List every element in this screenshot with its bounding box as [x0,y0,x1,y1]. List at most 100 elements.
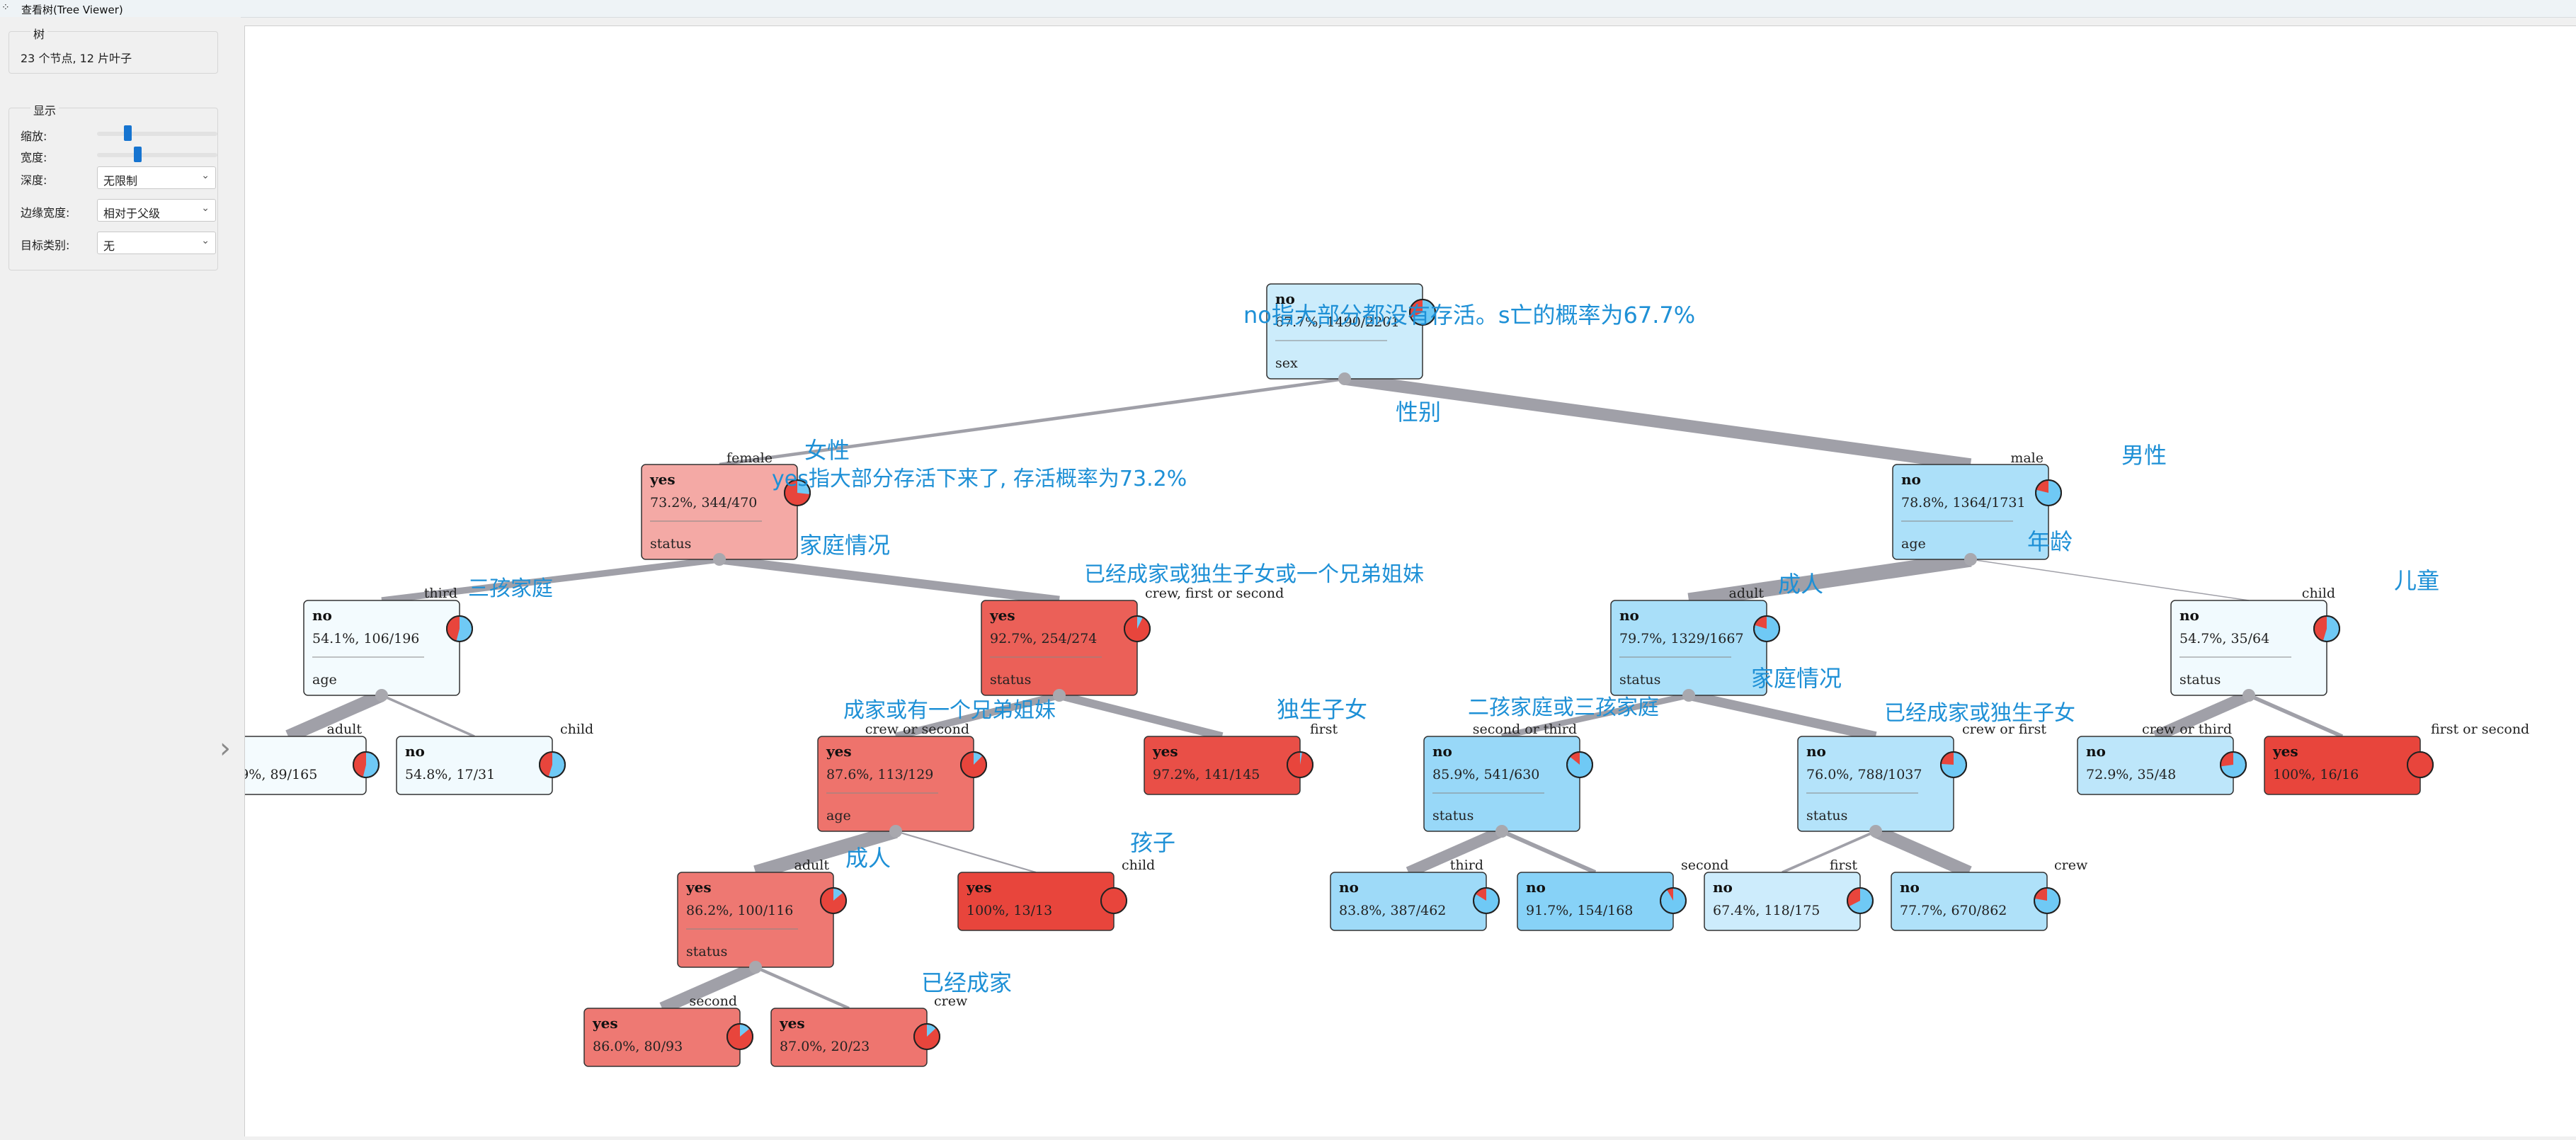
node-pie-outline [960,751,987,778]
node-junction [889,825,902,838]
node-pie-yes [785,480,810,506]
node-pie-outline [2034,887,2061,914]
edge-m-child [1970,559,2250,601]
node-split: status [686,944,727,959]
node-class: yes [1152,743,1178,760]
edge-fcs-child [895,830,1037,874]
node-pie-outline [1847,887,1874,914]
node-class: no [2086,743,2106,760]
depth-select[interactable]: 无限制 ⌄ [97,166,216,189]
node-pie-outline [1124,615,1151,642]
node-pie-yes [914,1024,940,1049]
node-junction [1964,553,1977,566]
node-stats: 78.8%, 1364/1731 [1901,495,2026,511]
tree-viewer-icon: ⁘ [1,2,10,13]
target-class-select[interactable]: 无 ⌄ [97,232,216,254]
node-junction [1682,689,1695,702]
node-pie-yes [1754,616,1767,629]
node-pie-yes [1287,752,1313,777]
node-class: no [1339,879,1359,896]
window-title: 查看树(Tree Viewer) [21,4,123,16]
edge-m-adult [1687,552,1972,608]
edge-label-ma-cf: crew or first [1962,722,2046,737]
edge-mac-crew [1873,825,1972,879]
node-split: status [990,672,1031,688]
edge-width-select[interactable]: 相对于父级 ⌄ [97,199,216,222]
depth-label: 深度: [21,173,47,187]
zoom-slider[interactable] [97,125,217,141]
width-slider-handle[interactable] [134,147,142,162]
node-pie-yes [447,616,460,642]
zoom-slider-handle[interactable] [124,125,132,141]
width-slider[interactable] [97,147,217,162]
node-class: no [1901,471,1921,488]
node-class: no [1432,743,1452,760]
edge-mas-third [1406,826,1505,878]
edge-label-ma-st: second or third [1473,722,1577,737]
annotation-1: 性别 [1396,399,1441,426]
edge-width-label: 边缘宽度: [21,206,70,220]
node-pie-yes [2407,751,2434,778]
node-pie-yes [1124,616,1150,642]
node-pie-yes [727,1024,753,1049]
node-junction [713,553,726,566]
node-stats: 76.0%, 788/1037 [1806,767,1922,782]
node-pie-outline [539,751,566,778]
node-pie-outline [913,1023,940,1050]
node-split: age [1901,536,1926,552]
edge-label-m-adult: adult [1729,586,1765,601]
node-pie-yes [1100,887,1127,914]
annotations: no指大部分都没有存活。s亡的概率为67.7%性别女性yes指大部分存活下来了,… [468,302,2439,996]
edge-mac-first [1782,830,1876,874]
node-box [210,736,367,795]
display-group-title: 显示 [30,101,59,118]
node-stats: 86.0%, 80/93 [593,1039,683,1054]
tree-node-male[interactable]: no 78.8%, 1364/1731 age [1892,464,2062,566]
edge-f-crew [719,554,1060,605]
edge-fcs-adult [753,824,898,879]
edge-label-mas-second: second [1681,857,1728,873]
node-class: no [1526,879,1546,896]
chevron-right-icon[interactable]: › [220,732,231,765]
tree-node-f-crew[interactable]: yes 92.7%, 254/274 status [981,600,1151,702]
node-pie-outline [820,887,847,914]
edge-label-mc-ct: crew or third [2142,722,2232,737]
node-class: yes [989,607,1015,624]
node-class: no [1275,290,1295,307]
tree-node-ft-adult[interactable]: no53.9%, 89/165 [210,736,380,795]
node-class: yes [966,879,992,896]
annotation-7: 三孩家庭 [468,576,553,601]
node-pie-outline [1287,751,1313,778]
edge-label-ft-child: child [560,722,593,737]
annotation-5: 男性 [2121,442,2167,469]
node-class: no [1713,879,1733,896]
chevron-down-icon: ⌄ [201,235,210,246]
node-pie-yes [2314,616,2327,642]
node-stats: 92.7%, 254/274 [990,631,1097,646]
annotation-17: 孩子 [1130,829,1175,856]
node-junction [375,689,388,702]
node-pie-outline [1566,751,1593,778]
